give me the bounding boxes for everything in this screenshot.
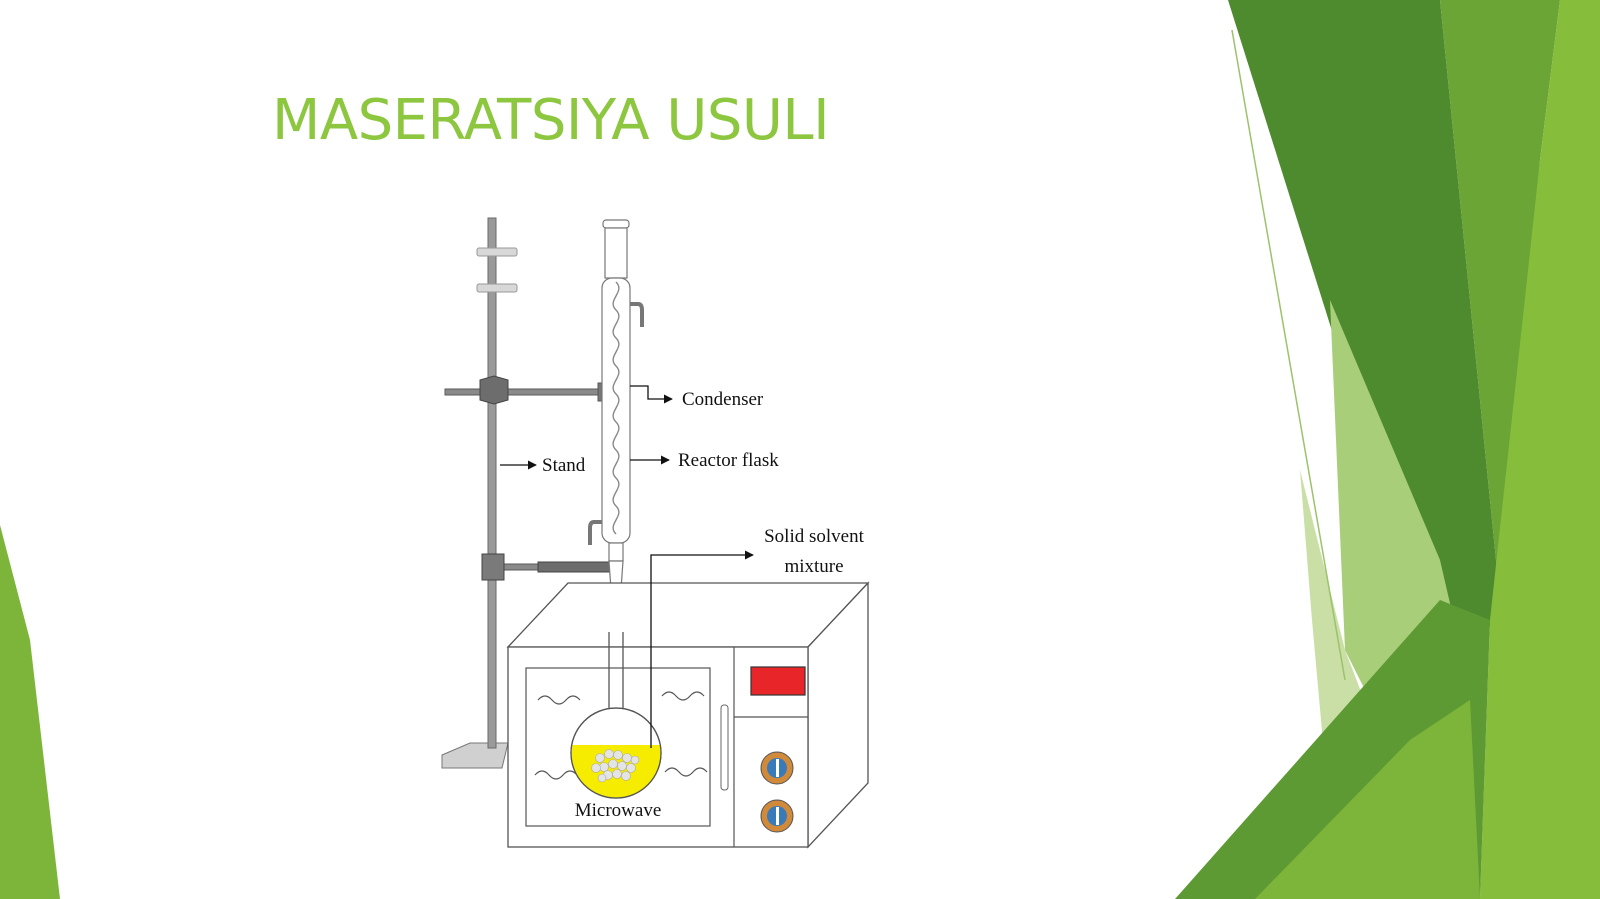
flask-bulb-outline [570, 707, 662, 799]
label-condenser: Condenser [682, 389, 764, 410]
label-microwave: Microwave [575, 800, 662, 821]
condenser-cap [602, 219, 630, 229]
condenser-top-tube [604, 227, 628, 279]
condenser-leader [630, 385, 673, 404]
water-outlet [630, 302, 644, 327]
label-stand: Stand [542, 455, 586, 476]
condenser-joint [608, 542, 624, 562]
left-green-facet [0, 525, 60, 899]
stand-rod [487, 217, 497, 749]
condenser-jacket [601, 277, 631, 544]
stand-clip-second [476, 283, 518, 293]
lab-stand [441, 217, 627, 769]
condenser [588, 219, 644, 633]
upper-clamp-arm [444, 388, 616, 396]
microwave-wave-3 [534, 770, 578, 780]
lower-clamp-grip [537, 561, 621, 573]
label-mixture: mixture [784, 556, 843, 577]
microwave [506, 581, 870, 849]
microwave-knob-bottom-indicator [776, 807, 779, 825]
microwave-knob-top-indicator [776, 759, 779, 777]
lower-clamp-boss [481, 553, 505, 581]
microwave-top [506, 582, 870, 648]
right-facet-bottom-light [1255, 700, 1480, 899]
water-inlet [588, 520, 602, 545]
mixture-leader [650, 550, 754, 748]
label-reactor-flask: Reactor flask [678, 450, 779, 471]
stand-base [441, 742, 509, 769]
right-facet-bright [1480, 0, 1600, 899]
right-facet-dark [1228, 0, 1500, 680]
condenser-coil [612, 281, 620, 535]
right-thin-line [1231, 29, 1346, 681]
callouts [500, 385, 754, 748]
microwave-door-handle [720, 704, 729, 791]
upper-clamp-boss [479, 375, 509, 405]
microwave-wave-1 [537, 695, 581, 705]
microwave-display [750, 666, 806, 696]
page-title: MASERATSIYA USULI [272, 88, 830, 153]
label-solid-solvent: Solid solvent [764, 526, 864, 547]
stand-clip-top [476, 247, 518, 257]
microwave-extraction-diagram: Condenser Reactor flask Stand Solid solv… [441, 217, 870, 849]
microwave-wave-4 [664, 767, 708, 777]
right-facet-mid [1440, 0, 1560, 600]
microwave-wave-2 [661, 691, 705, 701]
solid-particles [591, 749, 640, 783]
